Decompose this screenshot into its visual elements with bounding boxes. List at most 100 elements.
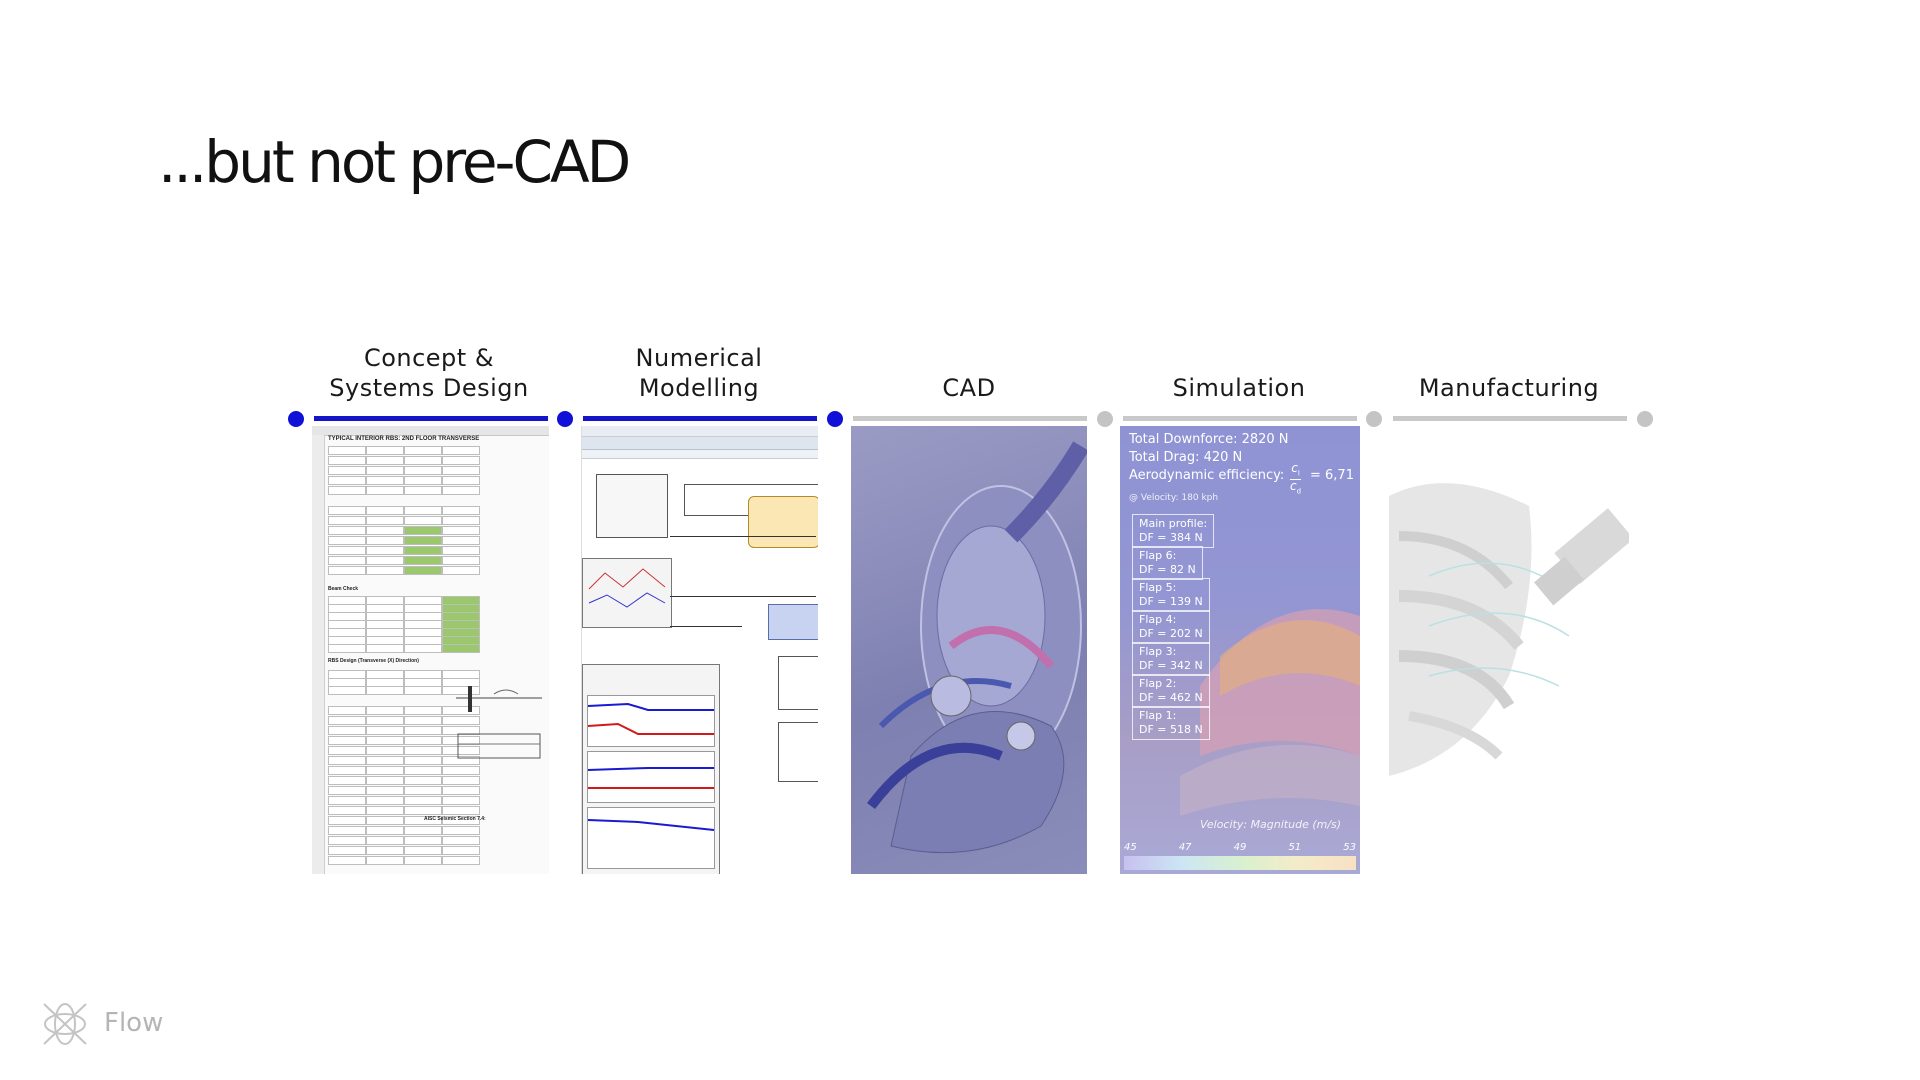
timeline-dot-4 [1097, 411, 1113, 427]
flap-box-6: Flap 6:DF = 82 N [1132, 546, 1203, 580]
spreadsheet-cell [442, 536, 480, 545]
simulink-toolbar [582, 437, 818, 450]
velocity-note: @ Velocity: 180 kph [1129, 493, 1219, 503]
stage-label-concept: Concept &Systems Design [329, 344, 529, 402]
timeline-segment-concept [314, 416, 548, 421]
spreadsheet-cell [404, 856, 442, 865]
spreadsheet-cell [366, 526, 404, 535]
spreadsheet-cell [442, 806, 480, 815]
spreadsheet-cell [404, 806, 442, 815]
spreadsheet-cell [442, 456, 480, 465]
spreadsheet-cell [328, 446, 366, 455]
spreadsheet-cell [442, 506, 480, 515]
spreadsheet-cell [404, 644, 442, 653]
spreadsheet-cell [366, 516, 404, 525]
spreadsheet-cell [366, 826, 404, 835]
spreadsheet-cell [328, 816, 366, 825]
spreadsheet-cell [328, 644, 366, 653]
spreadsheet-cell [442, 446, 480, 455]
spreadsheet-cell [404, 546, 442, 555]
spreadsheet-cell [404, 736, 442, 745]
timeline-segment-numerical [583, 416, 817, 421]
blades-block [778, 656, 818, 710]
manufacturing-image [1389, 426, 1629, 874]
spreadsheet-cell [328, 756, 366, 765]
spreadsheet-cell [442, 796, 480, 805]
timeline-dot-2 [557, 411, 573, 427]
pitch-controller-block [768, 604, 818, 640]
spreadsheet-cell [328, 726, 366, 735]
spreadsheet-cell [442, 644, 480, 653]
spreadsheet-cell [366, 756, 404, 765]
spreadsheet-cell [442, 816, 480, 825]
spreadsheet-cell [366, 736, 404, 745]
test-input-plot [582, 558, 672, 628]
spreadsheet-cell [404, 826, 442, 835]
spreadsheet-cell [442, 756, 480, 765]
simulink-menubar [582, 426, 818, 437]
velocity-legend-bar [1124, 856, 1356, 870]
spreadsheet-cell [442, 856, 480, 865]
spreadsheet-cell [328, 746, 366, 755]
scope-plot-window [582, 664, 720, 874]
flap-box-main: Main profile:DF = 384 N [1132, 514, 1215, 548]
spreadsheet-cell [404, 786, 442, 795]
spreadsheet-cell [404, 836, 442, 845]
spreadsheet-cell [404, 556, 442, 565]
spreadsheet-cell [328, 796, 366, 805]
cfd-simulation-image: Total Downforce: 2820 N Total Drag: 420 … [1120, 426, 1360, 874]
timeline-segment-cad [853, 416, 1087, 421]
spreadsheet-cell [442, 766, 480, 775]
spreadsheet-cell [442, 836, 480, 845]
aero-efficiency-value: = 6,71 [1310, 468, 1354, 483]
spreadsheet-cell [404, 796, 442, 805]
spreadsheet-column-header [312, 426, 549, 436]
spreadsheet-cell [442, 846, 480, 855]
spreadsheet-cell [442, 776, 480, 785]
spreadsheet-rbs-design: RBS Design (Transverse (X) Direction) [328, 658, 419, 664]
spreadsheet-cell [404, 506, 442, 515]
total-drag: Total Drag: 420 N [1129, 450, 1243, 465]
timeline-segment-manufacturing [1393, 416, 1627, 421]
stage-label-simulation: Simulation [1172, 374, 1306, 402]
flap-box-4: Flap 4:DF = 202 N [1132, 610, 1210, 644]
spreadsheet-cell [366, 466, 404, 475]
spreadsheet-cell [442, 746, 480, 755]
simulink-wire-1 [670, 536, 816, 537]
timeline-dot-5 [1366, 411, 1382, 427]
spreadsheet-cell [328, 476, 366, 485]
spreadsheet-cell [404, 756, 442, 765]
spreadsheet-cell [442, 466, 480, 475]
spreadsheet-cell [442, 686, 480, 695]
timeline-dot-6 [1637, 411, 1653, 427]
spreadsheet-cell [404, 846, 442, 855]
spreadsheet-cell [328, 686, 366, 695]
spreadsheet-cell [328, 706, 366, 715]
supervisory-controller-block [748, 496, 818, 548]
spreadsheet-cell [404, 486, 442, 495]
spreadsheet-aisc-note: AISC Seismic Section 7.4: [424, 816, 486, 822]
spreadsheet-cell [366, 536, 404, 545]
timeline-dot-3 [827, 411, 843, 427]
velocity-legend-ticks: 45 47 49 51 53 [1124, 842, 1356, 853]
stage-label-cad: CAD [942, 374, 996, 402]
spreadsheet-cell [366, 746, 404, 755]
spreadsheet-cell [442, 556, 480, 565]
spreadsheet-cell [366, 786, 404, 795]
spreadsheet-cell [366, 726, 404, 735]
flap-box-3: Flap 3:DF = 342 N [1132, 642, 1210, 676]
flap-box-1: Flap 1:DF = 518 N [1132, 706, 1210, 740]
spreadsheet-cell [404, 716, 442, 725]
cad-assembly-render [867, 441, 1087, 854]
flow-logo-icon [43, 1003, 87, 1045]
spreadsheet-cell [404, 686, 442, 695]
flap-box-5: Flap 5:DF = 139 N [1132, 578, 1210, 612]
spreadsheet-cell [366, 816, 404, 825]
flap-box-2: Flap 2:DF = 462 N [1132, 674, 1210, 708]
spreadsheet-beam-check: Beam Check [328, 586, 359, 592]
spreadsheet-cell [404, 476, 442, 485]
spreadsheet-image: TYPICAL INTERIOR RBS: 2ND FLOOR TRANSVER… [312, 426, 549, 874]
beam-diagram [456, 686, 542, 759]
simulink-dropdown-menu [596, 474, 668, 538]
spreadsheet-cell [328, 516, 366, 525]
